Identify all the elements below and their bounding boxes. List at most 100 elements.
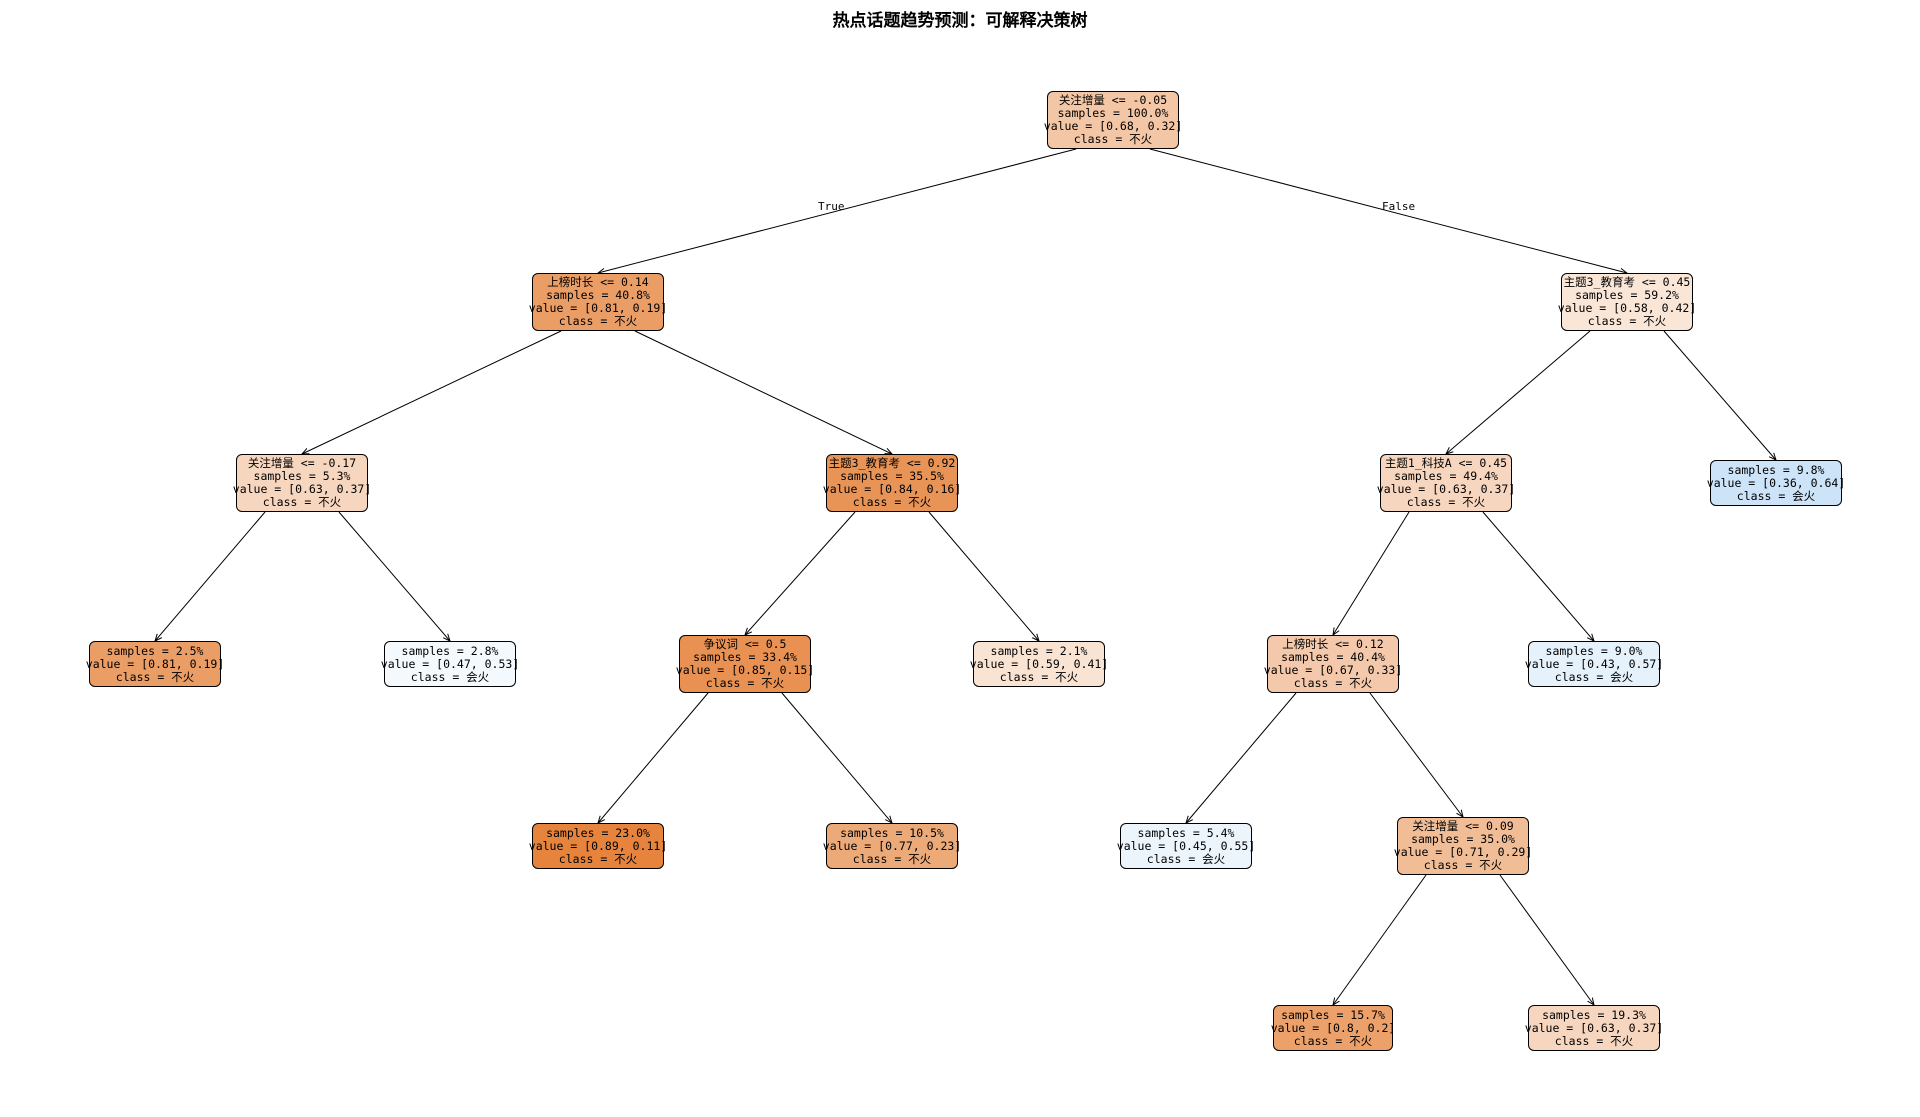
node-text-line: samples = 40.8% [546,288,650,302]
node-text-line: class = 不火 [1406,495,1486,509]
edge-n9-n14 [781,692,892,823]
node-text-line: 主题3_教育考 <= 0.45 [1563,275,1691,289]
node-text-line: 关注增量 <= 0.09 [1412,819,1514,833]
node-text-line: samples = 9.0% [1545,643,1643,658]
node-text-line: value = [0.81, 0.19] [528,301,668,315]
node-text-line: class = 不火 [852,851,932,866]
tree-node-n10: samples = 2.1%value = [0.59, 0.41]class … [969,641,1109,687]
tree-node-n13: samples = 23.0%value = [0.89, 0.11]class… [528,823,668,869]
node-text-line: value = [0.58, 0.42] [1557,301,1697,315]
node-text-line: samples = 35.0% [1411,832,1515,846]
edge-n9-n13 [598,692,709,823]
node-text-line: samples = 2.8% [401,643,499,658]
node-text-line: value = [0.63, 0.37] [1524,1020,1664,1035]
node-text-line: value = [0.85, 0.15] [675,663,815,677]
edge-n11-n16 [1369,692,1463,817]
node-text-line: value = [0.89, 0.11] [528,838,668,853]
node-text-line: value = [0.68, 0.32] [1043,119,1183,133]
tree-node-n14: samples = 10.5%value = [0.77, 0.23]class… [822,823,962,869]
node-text-line: value = [0.63, 0.37] [232,482,372,496]
node-text-line: value = [0.63, 0.37] [1376,482,1516,496]
node-text-line: 关注增量 <= -0.05 [1058,93,1168,107]
edge-n5-n11 [1333,511,1410,635]
diagram-title: 热点话题趋势预测：可解释决策树 [832,11,1088,31]
node-text-line: 上榜时长 <= 0.14 [547,275,649,289]
node-text-line: samples = 49.4% [1394,469,1498,483]
edge-n3-n8 [338,511,450,641]
node-text-line: class = 会火 [1146,851,1226,866]
edge-n4-n10 [928,511,1039,641]
node-text-line: samples = 2.5% [106,643,204,658]
edge-label-true: True [818,200,845,213]
edge-n0-n1 [598,148,1077,273]
node-text-line: value = [0.8, 0.2] [1270,1020,1396,1035]
node-text-line: samples = 59.2% [1575,288,1679,302]
node-text-line: class = 不火 [1293,1033,1373,1048]
node-text-line: class = 不火 [1423,858,1503,872]
tree-node-n17: samples = 15.7%value = [0.8, 0.2]class =… [1270,1005,1396,1051]
node-text-line: class = 不火 [1293,676,1373,690]
node-text-line: samples = 33.4% [693,650,797,664]
tree-node-n15: samples = 5.4%value = [0.45, 0.55]class … [1116,823,1256,869]
edge-n16-n17 [1333,874,1427,1005]
edge-n16-n18 [1499,874,1594,1005]
node-text-line: 主题3_教育考 <= 0.92 [828,456,956,470]
node-text-line: class = 不火 [705,676,785,690]
node-text-line: value = [0.71, 0.29] [1393,845,1533,859]
node-text-line: class = 会火 [410,669,490,684]
node-text-line: class = 不火 [1073,132,1153,146]
edge-n2-n5 [1446,330,1591,454]
node-text-line: value = [0.43, 0.57] [1524,656,1664,671]
tree-node-n8: samples = 2.8%value = [0.47, 0.53]class … [381,641,519,687]
node-text-line: value = [0.77, 0.23] [822,838,962,853]
node-text-line: value = [0.67, 0.33] [1263,663,1403,677]
node-text-line: samples = 9.8% [1727,462,1825,477]
edge-n1-n4 [634,330,892,454]
node-text-line: class = 不火 [1554,1033,1634,1048]
node-text-line: value = [0.36, 0.64] [1706,475,1846,490]
node-text-line: 主题1_科技A <= 0.45 [1384,456,1508,470]
node-text-line: samples = 5.3% [253,469,351,483]
tree-node-n18: samples = 19.3%value = [0.63, 0.37]class… [1524,1005,1664,1051]
node-text-line: class = 不火 [1587,314,1667,328]
node-text-line: 争议词 <= 0.5 [703,637,787,651]
tree-node-n7: samples = 2.5%value = [0.81, 0.19]class … [85,641,225,687]
edge-n11-n15 [1186,692,1297,823]
node-text-line: samples = 40.4% [1281,650,1385,664]
edge-n0-n2 [1149,148,1627,273]
node-text-line: value = [0.59, 0.41] [969,656,1109,671]
node-text-line: value = [0.84, 0.16] [822,482,962,496]
node-text-line: class = 不火 [558,851,638,866]
node-text-line: class = 会火 [1554,669,1634,684]
node-text-line: 关注增量 <= -0.17 [247,456,357,470]
node-text-line: samples = 19.3% [1542,1007,1646,1022]
tree-node-n12: samples = 9.0%value = [0.43, 0.57]class … [1524,641,1664,687]
node-text-line: class = 会火 [1736,488,1816,503]
node-text-line: samples = 5.4% [1137,825,1235,840]
tree-node-n6: samples = 9.8%value = [0.36, 0.64]class … [1706,460,1846,506]
edge-label-false: False [1382,200,1416,213]
node-text-line: class = 不火 [999,669,1079,684]
node-text-line: samples = 35.5% [840,469,944,483]
node-text-line: samples = 23.0% [546,825,650,840]
node-text-line: samples = 100.0% [1057,106,1169,120]
node-text-line: value = [0.81, 0.19] [85,656,225,671]
node-text-line: class = 不火 [115,669,195,684]
node-text-line: 上榜时长 <= 0.12 [1282,637,1384,651]
node-text-line: class = 不火 [558,314,638,328]
edge-n1-n3 [302,330,562,454]
edge-n4-n9 [745,511,856,635]
edge-n5-n12 [1482,511,1594,641]
node-text-line: value = [0.45, 0.55] [1116,838,1256,853]
node-text-line: samples = 2.1% [990,643,1088,658]
edge-n2-n6 [1663,330,1776,460]
